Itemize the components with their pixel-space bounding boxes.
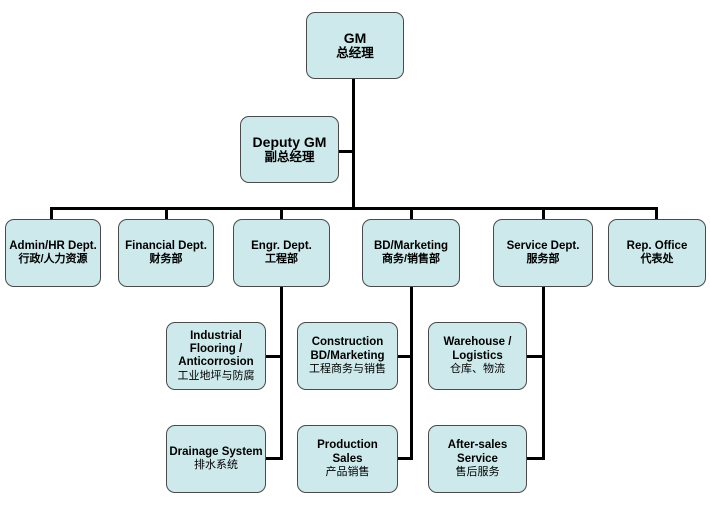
connector-dept-admin xyxy=(50,207,53,220)
unit-label-zh: 仓库、物流 xyxy=(450,362,505,375)
unit-drainage-system-box: Drainage System 排水系统 xyxy=(166,425,266,493)
unit-industrial-flooring-box: Industrial Flooring / Anticorrosion 工业地坪… xyxy=(166,322,266,390)
gm-title-en: GM xyxy=(343,30,367,47)
unit-label-zh: 售后服务 xyxy=(455,465,500,478)
dept-rep-office-box: Rep. Office 代表处 xyxy=(608,219,706,287)
connector-dept-service xyxy=(542,207,545,220)
dept-label-zh: 行政/人力资源 xyxy=(18,253,88,266)
dept-label-en: Service Dept. xyxy=(506,240,580,253)
dept-label-zh: 服务部 xyxy=(526,253,560,266)
unit-production-sales-box: Production Sales 产品销售 xyxy=(297,425,398,493)
unit-label-en: Production Sales xyxy=(317,439,378,465)
connector-dept-bd xyxy=(410,207,413,220)
unit-label-en: After-sales Service xyxy=(447,439,508,465)
deputy-gm-title-zh: 副总经理 xyxy=(264,150,315,165)
unit-label-en: Construction BD/Marketing xyxy=(310,336,385,362)
deputy-gm-box: Deputy GM 副总经理 xyxy=(240,116,339,183)
dept-service-box: Service Dept. 服务部 xyxy=(493,219,593,287)
dept-label-en: Engr. Dept. xyxy=(251,240,312,253)
unit-label-en: Warehouse / Logistics xyxy=(443,336,512,362)
deputy-gm-title-en: Deputy GM xyxy=(252,134,327,151)
dept-engr-box: Engr. Dept. 工程部 xyxy=(233,219,330,287)
dept-label-en: Admin/HR Dept. xyxy=(9,240,97,253)
dept-label-zh: 工程部 xyxy=(265,253,298,266)
connector-dept-rep xyxy=(655,207,658,220)
unit-label-zh: 排水系统 xyxy=(194,459,238,472)
unit-label-zh: 工业地坪与防腐 xyxy=(177,369,255,382)
dept-label-en: Financial Dept. xyxy=(125,240,207,253)
gm-box: GM 总经理 xyxy=(306,12,404,79)
connector-dept-engr xyxy=(280,207,283,220)
unit-warehouse-logistics-box: Warehouse / Logistics 仓库、物流 xyxy=(428,322,527,390)
connector-service-unit-2 xyxy=(526,457,544,460)
connector-service-unit-1 xyxy=(526,355,544,358)
connector-engr-unit-1 xyxy=(265,355,282,358)
connector-engr-unit-2 xyxy=(265,457,282,460)
connector-bd-unit-1 xyxy=(397,355,412,358)
dept-label-zh: 代表处 xyxy=(640,253,674,266)
connector-engr-trunk xyxy=(280,287,283,460)
unit-label-zh: 工程商务与销售 xyxy=(309,362,386,375)
dept-label-en: Rep. Office xyxy=(626,240,688,253)
unit-label-zh: 产品销售 xyxy=(325,465,370,478)
dept-label-zh: 财务部 xyxy=(149,253,183,266)
unit-label-en: Industrial Flooring / Anticorrosion xyxy=(178,329,254,369)
connector-service-trunk xyxy=(542,287,545,460)
connector-dept-finance xyxy=(165,207,168,220)
dept-admin-hr-box: Admin/HR Dept. 行政/人力资源 xyxy=(5,219,101,287)
unit-after-sales-box: After-sales Service 售后服务 xyxy=(428,425,527,493)
gm-title-zh: 总经理 xyxy=(336,46,374,61)
connector-bd-unit-2 xyxy=(397,457,412,460)
dept-financial-box: Financial Dept. 财务部 xyxy=(118,219,214,287)
connector-gm-trunk xyxy=(352,78,355,209)
connector-bd-trunk xyxy=(410,287,413,460)
unit-label-en: Drainage System xyxy=(169,446,263,459)
dept-label-zh: 商务/销售部 xyxy=(381,253,441,266)
connector-dept-bus xyxy=(50,207,658,210)
dept-label-en: BD/Marketing xyxy=(373,240,449,253)
connector-deputy xyxy=(338,150,354,153)
dept-bd-marketing-box: BD/Marketing 商务/销售部 xyxy=(362,219,460,287)
unit-construction-bd-box: Construction BD/Marketing 工程商务与销售 xyxy=(297,322,398,390)
